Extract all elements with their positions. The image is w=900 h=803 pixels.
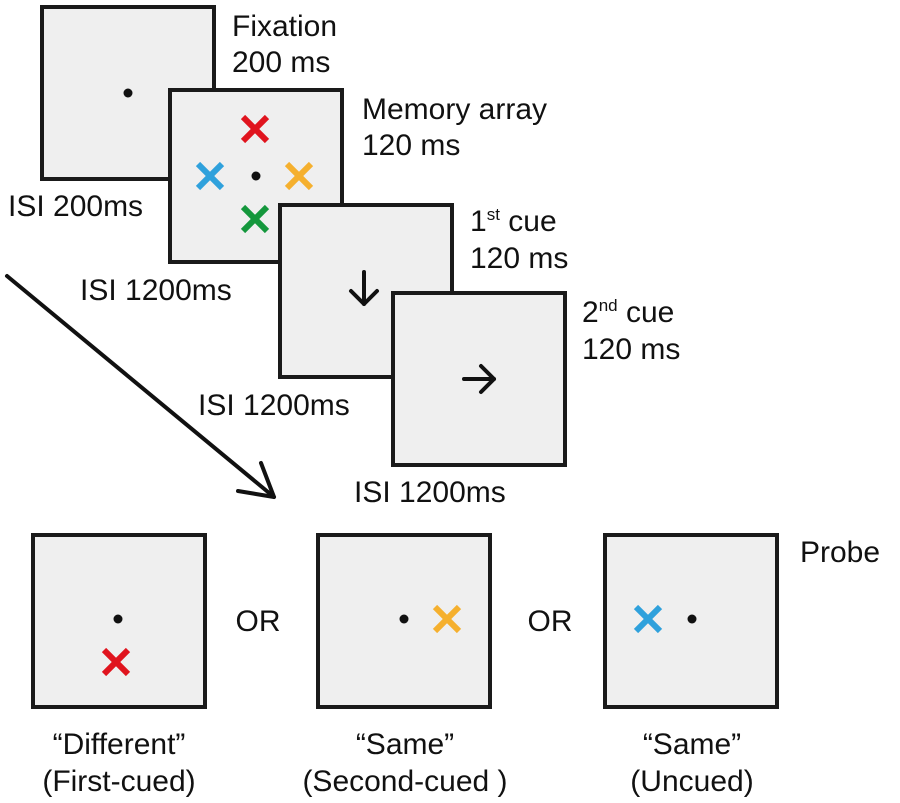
- fixation-dot-icon: [687, 614, 697, 624]
- flow-arrow-icon: [5, 274, 276, 499]
- memory-array-duration: 120 ms: [362, 129, 460, 162]
- x-cross-icon: [195, 161, 225, 191]
- memory-array-label: Memory array: [362, 93, 547, 126]
- x-cross-icon: [240, 114, 270, 144]
- second-cue-label: 2nd cue: [582, 296, 674, 329]
- or-separator: OR: [528, 605, 573, 638]
- fixation-label: Fixation: [232, 10, 337, 43]
- memory-array-isi: ISI 1200ms: [80, 274, 232, 307]
- x-cross-icon: [284, 161, 314, 191]
- second-cue-isi: ISI 1200ms: [354, 476, 506, 509]
- first-cue-word: cue: [500, 205, 557, 238]
- x-cross-icon: [432, 604, 462, 634]
- fixation-duration: 200 ms: [232, 46, 330, 79]
- first-cue-duration: 120 ms: [470, 242, 568, 275]
- second-cue-duration: 120 ms: [582, 333, 680, 366]
- first-cue-label: 1st cue: [470, 205, 557, 238]
- or-separator: OR: [236, 605, 281, 638]
- x-cross-icon: [240, 204, 270, 234]
- probe-answer-3: “Same”: [643, 728, 741, 761]
- first-cue-superscript: st: [487, 205, 501, 224]
- fixation-dot-icon: [123, 88, 133, 98]
- x-cross-icon: [633, 604, 663, 634]
- second-cue-superscript: nd: [599, 296, 618, 315]
- fixation-dot-icon: [399, 614, 409, 624]
- arrow-down-icon: [349, 270, 379, 306]
- first-cue-isi: ISI 1200ms: [198, 389, 350, 422]
- fixation-dot-icon: [251, 171, 261, 181]
- fixation-isi: ISI 200ms: [8, 190, 143, 223]
- first-cue-number: 1: [470, 205, 487, 238]
- probe-title: Probe: [800, 536, 880, 569]
- arrow-right-icon: [462, 364, 496, 394]
- probe-condition-2: (Second-cued ): [302, 765, 507, 798]
- probe-condition-1: (First-cued): [42, 765, 195, 798]
- second-cue-number: 2: [582, 296, 599, 329]
- probe-answer-1: “Different”: [53, 728, 186, 761]
- probe-answer-2: “Same”: [356, 728, 454, 761]
- second-cue-word: cue: [618, 296, 675, 329]
- x-cross-icon: [101, 647, 131, 677]
- fixation-dot-icon: [113, 614, 123, 624]
- probe-condition-3: (Uncued): [630, 765, 753, 798]
